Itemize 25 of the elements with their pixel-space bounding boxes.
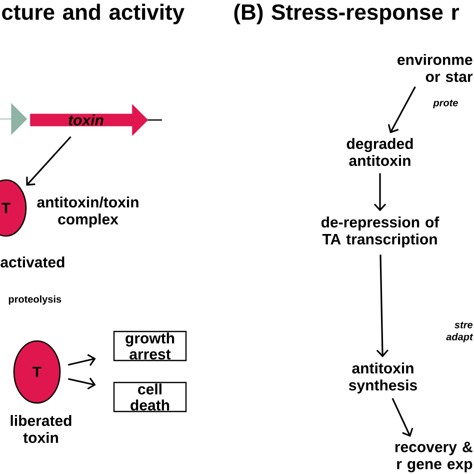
caption-text: activated bbox=[0, 256, 64, 268]
protein-oval: T bbox=[13, 340, 61, 404]
gene-segment: toxin bbox=[30, 104, 148, 136]
outcome-box: growth arrest bbox=[113, 330, 187, 362]
arrow bbox=[392, 398, 414, 437]
arrow bbox=[26, 136, 72, 186]
annotation-text: stre adapt bbox=[446, 322, 474, 342]
arrow bbox=[388, 86, 416, 134]
edge-label: prote bbox=[432, 100, 458, 108]
arrow bbox=[68, 378, 96, 390]
step-text: de-repression of TA transcription bbox=[321, 216, 440, 248]
step-text: environme or star bbox=[398, 54, 473, 82]
annotation-text: proteolysis bbox=[8, 295, 62, 305]
arrow bbox=[374, 173, 386, 212]
step-text: antitoxin synthesis bbox=[348, 362, 417, 394]
step-text: degraded antitoxin bbox=[346, 138, 413, 166]
caption-text: liberated toxin bbox=[10, 415, 72, 443]
outcome-box: cell death bbox=[113, 382, 187, 412]
gene-segment bbox=[0, 103, 28, 135]
caption-text: antitoxin/toxin complex bbox=[37, 196, 138, 228]
panel-title: (B) Stress-response r bbox=[234, 4, 460, 24]
arrow bbox=[68, 354, 96, 366]
panel-title: cture and activity bbox=[2, 4, 184, 24]
step-text: recovery & r gene exp bbox=[395, 442, 472, 472]
arrow bbox=[376, 254, 389, 358]
